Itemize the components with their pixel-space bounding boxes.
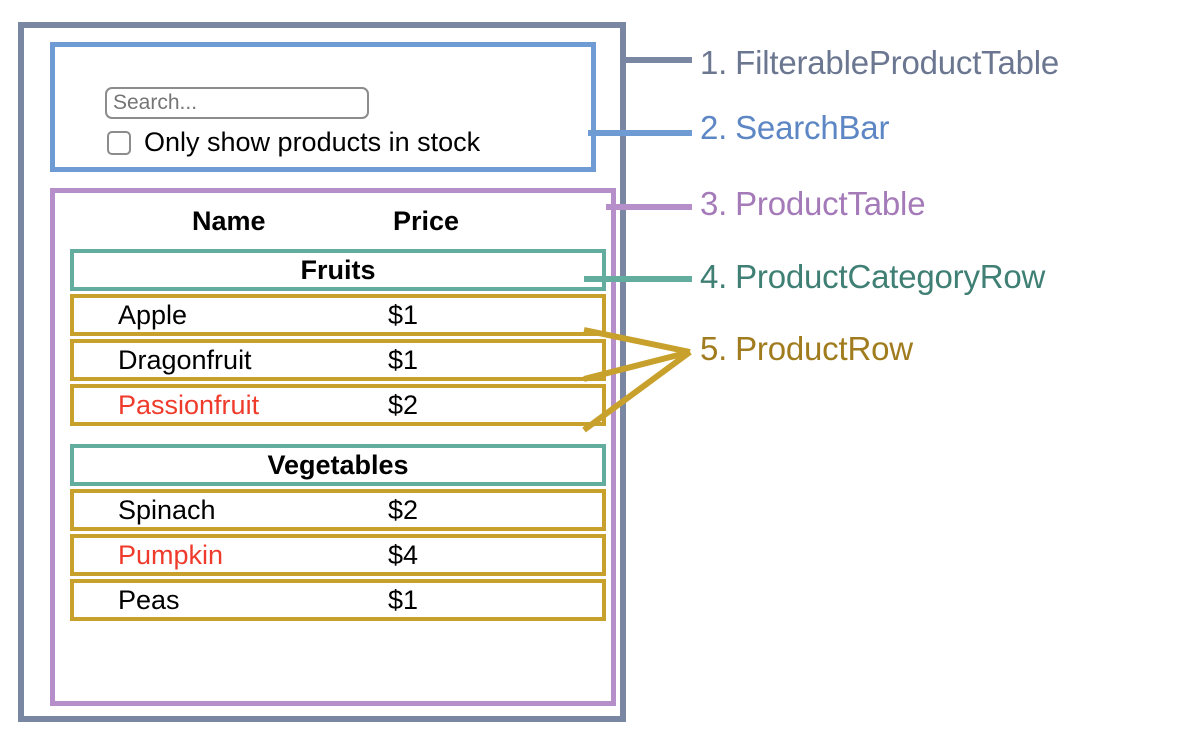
product-row: Pumpkin $4 <box>70 534 606 576</box>
in-stock-checkbox-label: Only show products in stock <box>144 127 481 157</box>
product-category-row: Vegetables <box>70 444 606 486</box>
product-price: $1 <box>388 299 419 330</box>
search-bar-box: Only show products in stock <box>50 42 596 172</box>
filterable-product-table-box: Only show products in stock Name Price F… <box>18 22 626 722</box>
callout-label-product-category-row: 4.ProductCategoryRow <box>700 260 1045 293</box>
in-stock-checkbox[interactable] <box>107 130 131 155</box>
product-table-header-row: Name Price <box>60 202 606 244</box>
callout-text: SearchBar <box>735 109 890 146</box>
product-category-row: Fruits <box>70 249 606 291</box>
callout-text: FilterableProductTable <box>735 44 1060 81</box>
product-name: Apple <box>118 299 188 330</box>
product-price: $4 <box>388 539 419 570</box>
product-price: $1 <box>388 584 419 615</box>
callout-number: 2. <box>700 109 728 146</box>
product-price: $1 <box>388 344 419 375</box>
callout-label-product-table: 3.ProductTable <box>700 185 926 222</box>
callout-label-search-bar: 2.SearchBar <box>700 111 889 144</box>
product-row: Peas $1 <box>70 579 606 621</box>
callout-text: ProductTable <box>735 185 926 222</box>
column-header-price: Price <box>393 206 460 236</box>
in-stock-checkbox-row[interactable]: Only show products in stock <box>107 129 480 156</box>
callout-number: 4. <box>700 258 728 295</box>
product-name: Spinach <box>118 494 216 525</box>
callout-number: 5. <box>700 330 728 367</box>
callout-label-filterable-product-table: 1.FilterableProductTable <box>700 46 1059 79</box>
callout-number: 1. <box>700 44 728 81</box>
product-row: Dragonfruit $1 <box>70 339 606 381</box>
product-category-label: Vegetables <box>267 449 409 480</box>
callout-number: 3. <box>700 185 728 222</box>
product-row: Spinach $2 <box>70 489 606 531</box>
product-table-body: Fruits Apple $1 Dragonfruit $1 Passionfr… <box>70 249 606 624</box>
product-name: Peas <box>118 584 180 615</box>
product-name: Pumpkin <box>118 539 224 570</box>
callout-text: ProductRow <box>735 330 913 367</box>
product-row: Apple $1 <box>70 294 606 336</box>
product-table-box: Name Price Fruits Apple $1 Dragonfruit $… <box>50 188 616 706</box>
product-price: $2 <box>388 494 419 525</box>
section-spacer <box>70 429 606 444</box>
column-header-name: Name <box>192 206 266 236</box>
product-row: Passionfruit $2 <box>70 384 606 426</box>
product-category-label: Fruits <box>300 254 376 285</box>
callout-text: ProductCategoryRow <box>735 258 1046 295</box>
product-table-inner: Name Price Fruits Apple $1 Dragonfruit $… <box>60 198 606 696</box>
search-input[interactable] <box>105 87 369 119</box>
product-price: $2 <box>388 389 419 420</box>
product-name: Passionfruit <box>118 389 260 420</box>
product-name: Dragonfruit <box>118 344 252 375</box>
callout-label-product-row: 5.ProductRow <box>700 332 913 365</box>
